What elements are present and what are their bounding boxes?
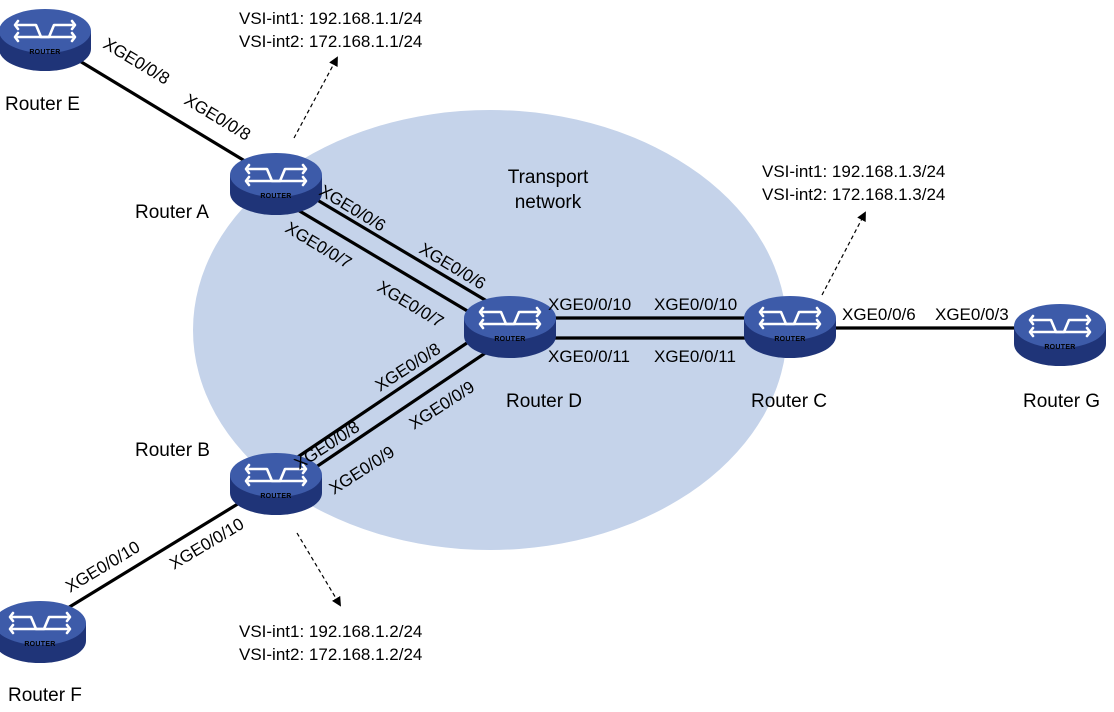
vsi-a-int1: VSI-int1: 192.168.1.1/24 [239, 9, 422, 28]
router-a-label: Router A [135, 202, 209, 223]
link-a-d-1 [281, 177, 513, 318]
link-b-d-2 [281, 333, 513, 492]
vsi-arrow-b [296, 532, 341, 607]
router-top [744, 296, 836, 340]
vsi-a-int2: VSI-int2: 172.168.1.1/24 [239, 32, 422, 51]
vsi-b-int1: VSI-int1: 192.168.1.2/24 [239, 622, 422, 641]
vsi-arrow-c [821, 211, 866, 296]
link-a-d-2 [270, 192, 502, 333]
iface-c-to-g: XGE0/0/6 [842, 305, 916, 324]
router-top [0, 601, 86, 645]
router-b[interactable]: ROUTER [230, 453, 322, 515]
iface-c-to-d-10: XGE0/0/10 [654, 295, 737, 314]
links [39, 38, 1060, 627]
iface-d-to-c-11: XGE0/0/11 [548, 347, 630, 366]
annotation-arrows [293, 56, 866, 607]
router-top [230, 453, 322, 497]
router-icon-label: ROUTER [260, 193, 291, 200]
router-arrows-icon [13, 19, 77, 43]
router-g-label: Router G [1023, 391, 1100, 412]
vsi-c-int2: VSI-int2: 172.168.1.3/24 [762, 185, 945, 204]
link-b-d-1 [270, 318, 502, 477]
router-b-label: Router B [135, 440, 210, 461]
router-icon-label: ROUTER [29, 49, 60, 56]
router-a[interactable]: ROUTER [230, 153, 322, 215]
vsi-c-int1: VSI-int1: 192.168.1.3/24 [762, 162, 945, 181]
router-top [464, 296, 556, 340]
router-d-label: Router D [506, 391, 582, 412]
router-c-label: Router C [751, 391, 827, 412]
router-g[interactable]: ROUTER [1014, 304, 1106, 366]
router-top [1014, 304, 1106, 348]
router-e[interactable]: ROUTER [0, 9, 91, 71]
transport-network-label-line2: network [515, 192, 582, 213]
vsi-b-int2: VSI-int2: 172.168.1.2/24 [239, 645, 422, 664]
iface-a-to-e: XGE0/0/8 [181, 90, 254, 144]
router-arrows-icon [1028, 314, 1092, 338]
iface-c-to-d-11: XGE0/0/11 [654, 347, 736, 366]
router-e-label: Router E [5, 94, 80, 115]
router-icon-label: ROUTER [260, 493, 291, 500]
link-e-a [44, 38, 269, 177]
router-icon-label: ROUTER [494, 336, 525, 343]
iface-d-to-c-10: XGE0/0/10 [548, 295, 631, 314]
iface-g-to-c: XGE0/0/3 [935, 305, 1009, 324]
router-f[interactable]: ROUTER [0, 601, 86, 663]
router-icon-label: ROUTER [24, 641, 55, 648]
router-arrows-icon [244, 163, 308, 187]
router-f-label: Router F [8, 685, 82, 706]
router-d[interactable]: ROUTER [464, 296, 556, 358]
router-icon-label: ROUTER [774, 336, 805, 343]
router-arrows-icon [244, 463, 308, 487]
router-icon-label: ROUTER [1044, 344, 1075, 351]
router-arrows-icon [8, 611, 72, 635]
router-arrows-icon [478, 306, 542, 330]
router-c[interactable]: ROUTER [744, 296, 836, 358]
router-arrows-icon [758, 306, 822, 330]
router-top [230, 153, 322, 197]
transport-network-label-line1: Transport [508, 167, 589, 188]
router-top [0, 9, 91, 53]
vsi-arrow-a [293, 56, 338, 139]
link-f-b [39, 481, 273, 627]
